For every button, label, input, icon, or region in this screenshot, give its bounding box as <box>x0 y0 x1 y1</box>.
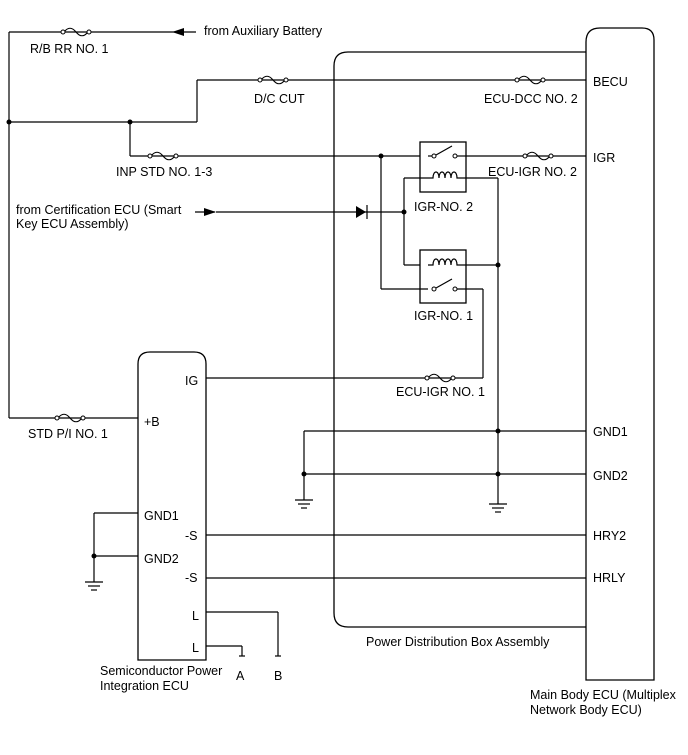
label-igr-no1: IGR-NO. 1 <box>414 309 473 323</box>
label-s2: -S <box>185 571 198 585</box>
label-dc-cut: D/C CUT <box>254 92 305 106</box>
label-main-body-1: Main Body ECU (Multiplex <box>530 688 677 702</box>
label-from-cert-1: from Certification ECU (Smart <box>16 203 182 217</box>
fuse-ecu-dcc-no2 <box>514 75 546 85</box>
label-gnd2-main: GND2 <box>593 469 628 483</box>
label-hry2: HRY2 <box>593 529 626 543</box>
label-rb-rr-no1: R/B RR NO. 1 <box>30 42 109 56</box>
label-ecu-igr-no2: ECU-IGR NO. 2 <box>488 165 577 179</box>
label-ig: IG <box>185 374 198 388</box>
label-ecu-dcc-no2: ECU-DCC NO. 2 <box>484 92 578 106</box>
label-s1: -S <box>185 529 198 543</box>
label-connector-b: B <box>274 669 282 683</box>
fuse-std-pi-no1 <box>54 413 86 423</box>
label-l1: L <box>192 609 199 623</box>
label-from-aux-battery: from Auxiliary Battery <box>204 24 323 38</box>
label-hrly: HRLY <box>593 571 626 585</box>
fuse-ecu-igr-no1 <box>424 373 456 383</box>
label-plus-b: +B <box>144 415 160 429</box>
label-std-pi: STD P/I NO. 1 <box>28 427 108 441</box>
label-becu: BECU <box>593 75 628 89</box>
label-inp-std: INP STD NO. 1-3 <box>116 165 212 179</box>
ground-icon <box>294 485 314 509</box>
label-l2: L <box>192 641 199 655</box>
label-connector-a: A <box>236 669 245 683</box>
ground-icon <box>488 489 508 513</box>
diode-icon <box>356 206 366 218</box>
label-main-body-2: Network Body ECU) <box>530 703 642 717</box>
label-gnd1-spi: GND1 <box>144 509 179 523</box>
label-gnd1-main: GND1 <box>593 425 628 439</box>
label-ecu-igr-no1: ECU-IGR NO. 1 <box>396 385 485 399</box>
fuse-inp-std <box>147 151 179 161</box>
label-igr-no2: IGR-NO. 2 <box>414 200 473 214</box>
ground-icon <box>84 567 104 591</box>
arrow-from-aux-icon <box>172 28 184 36</box>
relay-igr-no2 <box>419 141 467 193</box>
fuse-dc-cut <box>257 75 289 85</box>
label-gnd2-spi: GND2 <box>144 552 179 566</box>
label-spi-1: Semiconductor Power <box>100 664 222 678</box>
label-pdb: Power Distribution Box Assembly <box>366 635 550 649</box>
label-from-cert-2: Key ECU Assembly) <box>16 217 129 231</box>
power-distribution-box <box>333 51 586 628</box>
label-spi-2: Integration ECU <box>100 679 189 693</box>
main-body-ecu-box <box>585 27 655 681</box>
spi-ecu-box <box>137 351 207 661</box>
label-igr: IGR <box>593 151 615 165</box>
relay-igr-no1 <box>419 249 467 304</box>
fuse-ecu-igr-no2 <box>522 151 554 161</box>
arrow-from-cert-icon <box>204 208 216 216</box>
fuse-rb-rr-no1 <box>60 27 92 37</box>
